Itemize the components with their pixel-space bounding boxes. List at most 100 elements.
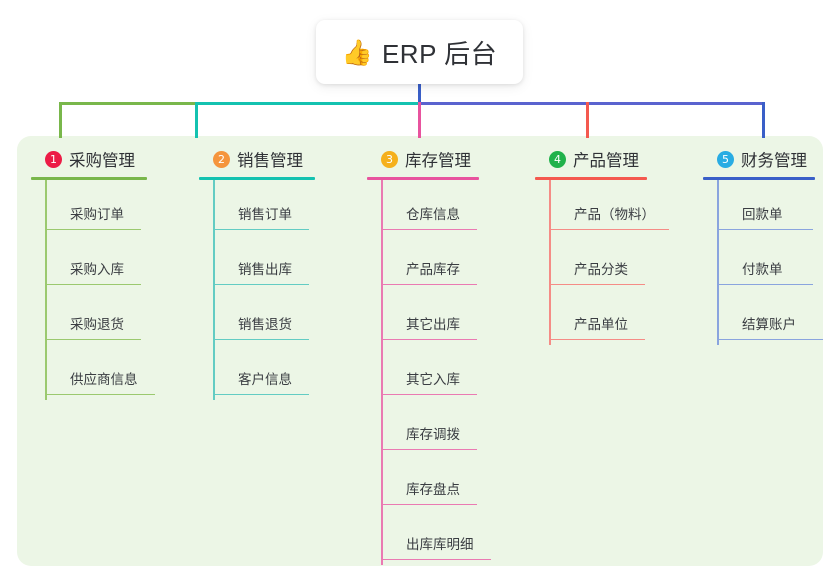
list-item[interactable]: 其它入库	[381, 345, 497, 400]
list-item[interactable]: 销售退货	[213, 290, 329, 345]
branch-items-1: 采购订单 采购入库 采购退货 供应商信息	[45, 180, 161, 400]
branch-column-2: 2 销售管理 销售订单 销售出库 销售退货 客户信息	[199, 146, 329, 400]
leaf-rule	[45, 393, 155, 395]
leaf-rule	[381, 283, 477, 285]
branch-header-4[interactable]: 4 产品管理	[535, 146, 675, 172]
list-item[interactable]: 出库库明细	[381, 510, 497, 565]
branch-badge-5: 5	[717, 150, 734, 168]
leaf-rule	[213, 283, 309, 285]
leaf-rule	[45, 283, 141, 285]
list-item[interactable]: 产品分类	[549, 235, 675, 290]
list-item[interactable]: 库存调拨	[381, 400, 497, 455]
leaf-rule	[45, 338, 141, 340]
leaf-rule	[213, 338, 309, 340]
thumbs-up-icon: 👍	[341, 38, 373, 67]
leaf-rule	[381, 503, 477, 505]
leaf-label: 回款单	[742, 207, 783, 222]
branch-column-3: 3 库存管理 仓库信息 产品库存 其它出库 其它入库 库存调拨	[367, 146, 497, 565]
branch-header-1[interactable]: 1 采购管理	[31, 146, 161, 172]
branch-column-1: 1 采购管理 采购订单 采购入库 采购退货 供应商信息	[31, 146, 161, 400]
leaf-label: 其它入库	[406, 372, 460, 387]
branch-trunk-2	[213, 180, 215, 400]
leaf-rule	[549, 338, 645, 340]
list-item[interactable]: 客户信息	[213, 345, 329, 400]
list-item[interactable]: 库存盘点	[381, 455, 497, 510]
branch-badge-2: 2	[213, 150, 230, 168]
leaf-label: 出库库明细	[406, 537, 474, 552]
branches-panel	[17, 136, 823, 566]
branch-trunk-1	[45, 180, 47, 400]
drop-stub-5	[762, 102, 765, 138]
root-node[interactable]: 👍 ERP 后台	[316, 20, 523, 84]
drop-stub-2	[195, 102, 198, 138]
list-item[interactable]: 供应商信息	[45, 345, 161, 400]
branch-header-5[interactable]: 5 财务管理	[703, 146, 833, 172]
branch-header-3[interactable]: 3 库存管理	[367, 146, 497, 172]
branch-rule-4	[535, 177, 647, 180]
leaf-rule	[381, 558, 491, 560]
leaf-label: 付款单	[742, 262, 783, 277]
branch-badge-3: 3	[381, 150, 398, 168]
list-item[interactable]: 付款单	[717, 235, 833, 290]
drop-stub-4	[586, 102, 589, 138]
branch-trunk-4	[549, 180, 551, 345]
leaf-label: 供应商信息	[70, 372, 138, 387]
bar-segment-teal	[195, 102, 420, 105]
bar-segment-green	[59, 102, 197, 105]
branch-rule-1	[31, 177, 147, 180]
list-item[interactable]: 回款单	[717, 180, 833, 235]
branch-trunk-3	[381, 180, 383, 565]
list-item[interactable]: 其它出库	[381, 290, 497, 345]
leaf-rule	[213, 393, 309, 395]
branch-title-1: 采购管理	[69, 152, 135, 170]
drop-stub-3	[418, 102, 421, 138]
branch-items-3: 仓库信息 产品库存 其它出库 其它入库 库存调拨 库存盘点	[381, 180, 497, 565]
branch-title-5: 财务管理	[741, 152, 807, 170]
branch-rule-2	[199, 177, 315, 180]
leaf-label: 产品库存	[406, 262, 460, 277]
list-item[interactable]: 销售订单	[213, 180, 329, 235]
branch-header-2[interactable]: 2 销售管理	[199, 146, 329, 172]
leaf-rule	[381, 228, 477, 230]
branch-items-5: 回款单 付款单 结算账户	[717, 180, 833, 345]
list-item[interactable]: 销售出库	[213, 235, 329, 290]
list-item[interactable]: 产品（物料）	[549, 180, 675, 235]
leaf-rule	[549, 228, 669, 230]
leaf-rule	[213, 228, 309, 230]
leaf-rule	[717, 338, 823, 340]
leaf-rule	[717, 228, 813, 230]
root-stem-connector	[418, 84, 421, 105]
branch-title-2: 销售管理	[237, 152, 303, 170]
branch-column-5: 5 财务管理 回款单 付款单 结算账户	[703, 146, 833, 345]
list-item[interactable]: 仓库信息	[381, 180, 497, 235]
leaf-label: 产品（物料）	[574, 207, 655, 222]
leaf-rule	[549, 283, 645, 285]
leaf-rule	[381, 338, 477, 340]
branch-badge-1: 1	[45, 150, 62, 168]
list-item[interactable]: 采购入库	[45, 235, 161, 290]
leaf-rule	[717, 283, 813, 285]
leaf-rule	[381, 448, 477, 450]
drop-stub-1	[59, 102, 62, 138]
leaf-label: 仓库信息	[406, 207, 460, 222]
branch-rule-5	[703, 177, 815, 180]
leaf-label: 采购退货	[70, 317, 124, 332]
bar-segment-indigo	[418, 102, 765, 105]
leaf-label: 销售退货	[238, 317, 292, 332]
branch-trunk-5	[717, 180, 719, 345]
branch-title-4: 产品管理	[573, 152, 639, 170]
list-item[interactable]: 采购订单	[45, 180, 161, 235]
leaf-rule	[45, 228, 141, 230]
branch-rule-3	[367, 177, 479, 180]
list-item[interactable]: 采购退货	[45, 290, 161, 345]
leaf-label: 采购订单	[70, 207, 124, 222]
root-title: ERP 后台	[381, 38, 498, 69]
leaf-rule	[381, 393, 477, 395]
branch-items-4: 产品（物料） 产品分类 产品单位	[549, 180, 675, 345]
leaf-label: 产品单位	[574, 317, 628, 332]
list-item[interactable]: 结算账户	[717, 290, 833, 345]
list-item[interactable]: 产品库存	[381, 235, 497, 290]
leaf-label: 结算账户	[742, 317, 796, 332]
list-item[interactable]: 产品单位	[549, 290, 675, 345]
